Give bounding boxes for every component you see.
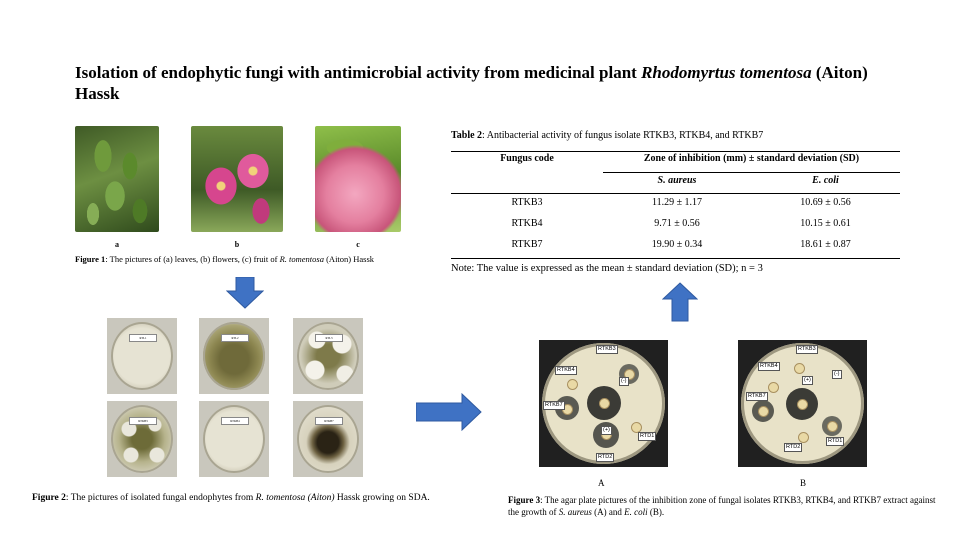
row-code: RTKB3	[511, 197, 543, 208]
col-fungus-code: Fungus code	[500, 153, 554, 164]
row-e-coli: 10.15 ± 0.61	[800, 218, 851, 229]
arrow-up-icon	[662, 282, 698, 322]
arrow-right-icon	[416, 393, 482, 431]
table-top-rule	[451, 151, 900, 152]
fig1-label-b: b	[234, 240, 240, 249]
table-header-rule	[451, 193, 900, 194]
panel-a-label: A	[598, 478, 605, 488]
figure2-caption: Figure 2: The pictures of isolated funga…	[32, 493, 430, 503]
row-e-coli: 18.61 ± 0.87	[800, 239, 851, 250]
row-e-coli: 10.69 ± 0.56	[800, 197, 851, 208]
figure3-caption: Figure 3: The agar plate pictures of the…	[508, 495, 936, 517]
row-s-aureus: 11.29 ± 1.17	[651, 197, 703, 208]
table2-note: Note: The value is expressed as the mean…	[451, 263, 763, 274]
row-code: RTKB7	[511, 239, 543, 250]
plate-rtl1: RTL1	[107, 318, 177, 394]
plate-rtkb4: RTKB4	[199, 401, 269, 477]
fig1-label-c: c	[356, 240, 360, 249]
table-bottom-rule	[451, 258, 900, 259]
col-s-aureus: S. aureus	[657, 175, 697, 186]
fig1-label-a: a	[115, 240, 119, 249]
plate-rtl2: RTL2	[199, 318, 269, 394]
flowers-photo	[191, 126, 283, 232]
plate-rtkb7: RTKB7	[293, 401, 363, 477]
fruit-photo	[315, 126, 401, 232]
row-s-aureus: 19.90 ± 0.34	[651, 239, 703, 250]
figure1-caption: Figure 1: The pictures of (a) leaves, (b…	[75, 254, 375, 264]
plate-rtkb3: RTKB3	[107, 401, 177, 477]
leaves-photo	[75, 126, 159, 232]
plate-rtl3: RTL3	[293, 318, 363, 394]
arrow-down-icon	[226, 277, 264, 309]
panel-b-label: B	[800, 478, 807, 488]
row-code: RTKB4	[511, 218, 543, 229]
agar-plate-a: RTKB3 RTKB4 RTKB7 (-) (+) RTD1 RTD2	[539, 340, 668, 467]
col-e-coli: E. coli	[812, 175, 839, 186]
row-s-aureus: 9.71 ± 0.56	[654, 218, 700, 229]
table-mid-rule	[603, 172, 900, 173]
col-zone: Zone of inhibition (mm) ± standard devia…	[643, 153, 860, 164]
paper-title: Isolation of endophytic fungi with antim…	[75, 63, 868, 103]
table2-title: Table 2: Antibacterial activity of fungu…	[451, 130, 764, 141]
agar-plate-b: RTKB3 RTKB4 RTKB7 (-) (+) RTD1 RTD2	[738, 340, 867, 467]
